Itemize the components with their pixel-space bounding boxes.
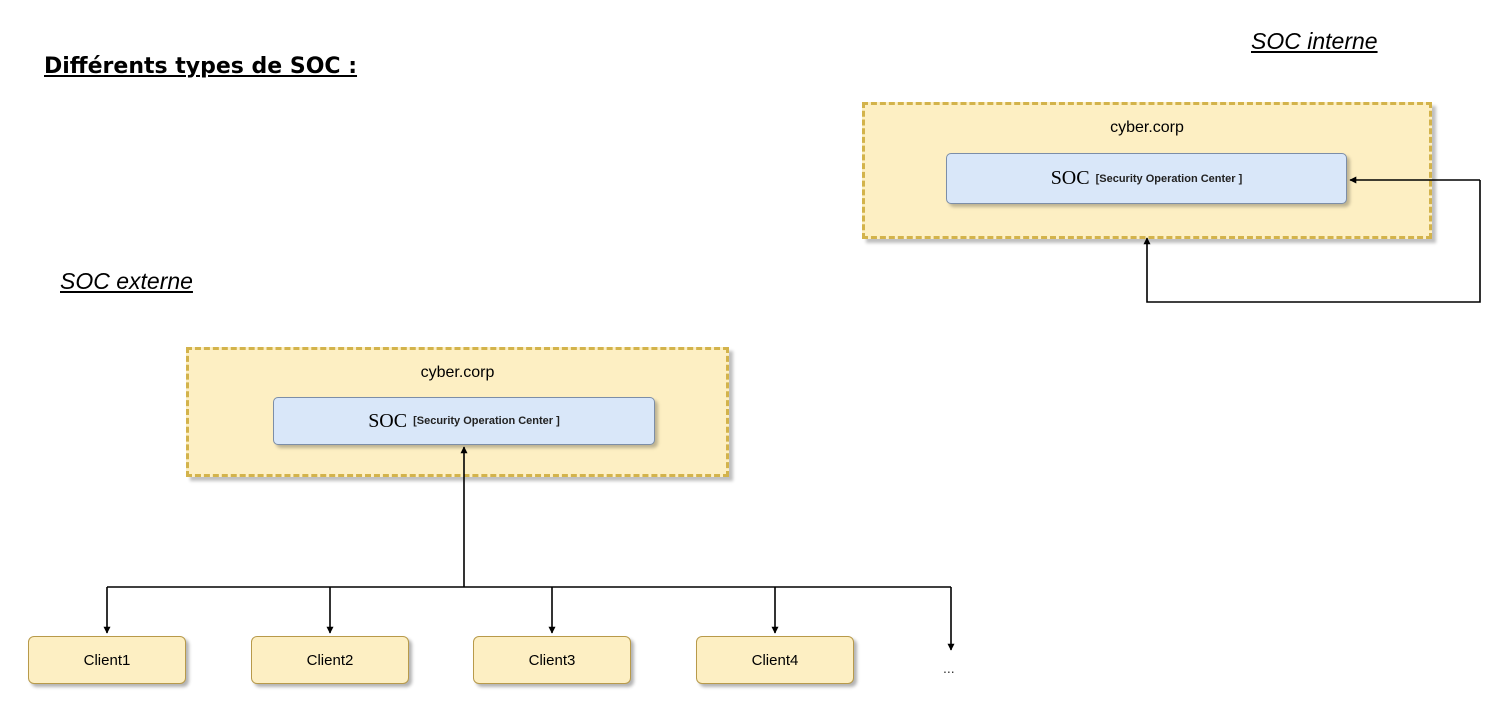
soc-box-interne: SOC [Security Operation Center ] [946,153,1347,204]
more-clients-ellipsis: ... [943,660,955,676]
org-title-externe: cyber.corp [420,364,495,381]
client-box-3: Client3 [473,636,631,684]
label-soc-interne: SOC interne [1251,28,1378,54]
page-heading: Différents types de SOC : [44,54,358,79]
soc-sub-label: [Security Operation Center ] [413,415,560,427]
soc-sub-label: [Security Operation Center ] [1095,172,1243,185]
connector-interne-loop [1143,180,1481,303]
label-soc-externe: SOC externe [60,268,193,294]
soc-main-label: SOC [368,409,408,432]
client-box-2: Client2 [251,636,409,684]
soc-box-externe: SOC [Security Operation Center ] [273,397,655,445]
client-box-4: Client4 [696,636,854,684]
org-title-interne: cyber.corp [1110,119,1184,136]
soc-main-label: SOC [1050,167,1090,189]
client-box-1: Client1 [28,636,186,684]
